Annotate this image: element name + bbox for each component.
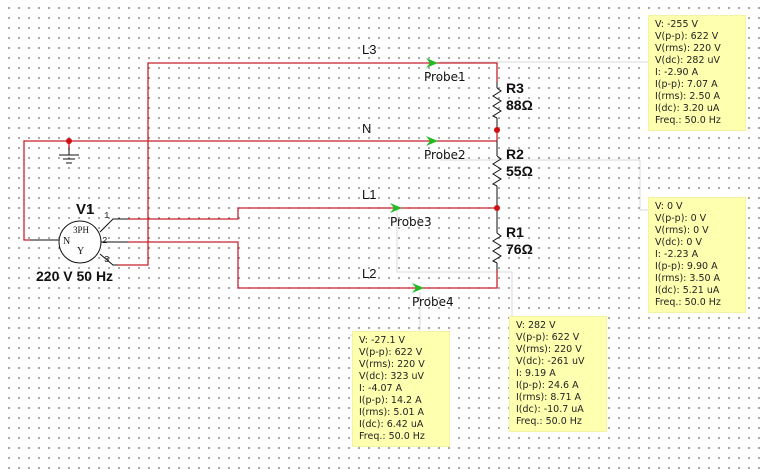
probe3-arrow-icon[interactable] — [390, 203, 402, 213]
r2-name: R2 — [506, 146, 524, 162]
source-symbol-n: N — [63, 236, 71, 247]
probe1-arrow-icon[interactable] — [426, 58, 438, 68]
probe2-connector — [440, 159, 650, 211]
reading: I: -2.90 A — [655, 67, 699, 78]
reading: V: 282 V — [516, 320, 556, 331]
probe3-readings[interactable]: V: 282 V V(p-p): 622 V V(rms): 220 V V(d… — [509, 316, 607, 432]
reading: I(p-p): 14.2 A — [359, 395, 422, 406]
junction-dot — [494, 205, 500, 211]
probe2-readings[interactable]: V: 0 V V(p-p): 0 V V(rms): 0 V V(dc): 0 … — [648, 197, 746, 313]
reading: V(p-p): 622 V — [516, 332, 580, 343]
r1-value: 76Ω — [506, 241, 533, 257]
probe1-label[interactable]: Probe1 — [424, 70, 466, 84]
reading: Freq.: 50.0 Hz — [359, 431, 425, 442]
reading: I: 9.19 A — [516, 368, 556, 379]
probe2-label[interactable]: Probe2 — [424, 148, 466, 162]
wire-neutral — [23, 140, 497, 241]
reading: I(rms): 3.50 A — [655, 273, 721, 284]
net-label-n: N — [362, 121, 372, 136]
reading: Freq.: 50.0 Hz — [655, 115, 721, 126]
reading: I(p-p): 9.90 A — [655, 261, 718, 272]
reading: V: -27.1 V — [359, 335, 406, 346]
probe4-connector — [350, 292, 421, 336]
wires — [23, 62, 498, 289]
probe1-readings[interactable]: V: -255 V V(p-p): 622 V V(rms): 220 V V(… — [648, 15, 746, 131]
probe4-label[interactable]: Probe4 — [412, 295, 454, 309]
reading: I(dc): -10.7 uA — [516, 404, 584, 415]
reading: Freq.: 50.0 Hz — [516, 416, 582, 427]
source-symbol-y: Y — [77, 246, 85, 257]
ground-icon — [59, 148, 79, 164]
r3-name: R3 — [506, 80, 524, 96]
reading: V(rms): 0 V — [655, 225, 709, 236]
r3-value: 88Ω — [506, 97, 533, 113]
junction-dot — [494, 127, 500, 133]
source-pin-1: 1 — [104, 211, 110, 221]
source-name: V1 — [76, 201, 95, 218]
probe3-label[interactable]: Probe3 — [390, 215, 432, 229]
reading: I: -2.23 A — [655, 249, 699, 260]
r1-name: R1 — [506, 224, 524, 240]
reading: I(rms): 2.50 A — [655, 91, 721, 102]
reading: V: 0 V — [655, 201, 683, 212]
reading: V(rms): 220 V — [655, 43, 721, 54]
probe2-arrow-icon[interactable] — [426, 136, 438, 146]
probe4-readings[interactable]: V: -27.1 V V(p-p): 622 V V(rms): 220 V V… — [352, 331, 450, 447]
source-symbol-3ph: 3PH — [73, 225, 90, 235]
reading: V(dc): -261 uV — [516, 356, 585, 367]
probe-connectors — [350, 61, 650, 336]
net-label-l1: L1 — [362, 187, 377, 202]
reading: V(p-p): 622 V — [655, 31, 719, 42]
resistor-r3-symbol[interactable] — [491, 87, 502, 119]
reading: Freq.: 50.0 Hz — [655, 297, 721, 308]
reading: I(dc): 3.20 uA — [655, 103, 720, 114]
net-label-l3: L3 — [362, 42, 377, 57]
junction-dot — [66, 138, 72, 144]
wire-l1 — [128, 207, 497, 220]
r2-value: 55Ω — [506, 163, 533, 179]
reading: I(dc): 6.42 uA — [359, 419, 424, 430]
net-label-l2: L2 — [362, 266, 377, 281]
resistor-r2-symbol[interactable] — [491, 155, 502, 187]
wire-l3 — [118, 62, 498, 266]
reading: V(p-p): 622 V — [359, 347, 423, 358]
reading: V(rms): 220 V — [359, 359, 425, 370]
reading: V(dc): 323 uV — [359, 371, 425, 382]
reading: V(dc): 282 uV — [655, 55, 721, 66]
resistor-r1-symbol[interactable] — [491, 232, 502, 264]
reading: I(p-p): 7.07 A — [655, 79, 718, 90]
reading: I(dc): 5.21 uA — [655, 285, 720, 296]
reading: V(dc): 0 V — [655, 237, 702, 248]
wire-l2 — [128, 241, 498, 289]
reading: I: -4.07 A — [359, 383, 403, 394]
reading: V: -255 V — [655, 19, 699, 30]
probe4-arrow-icon[interactable] — [412, 283, 424, 293]
reading: V(p-p): 0 V — [655, 213, 707, 224]
reading: I(rms): 8.71 A — [516, 392, 582, 403]
source-rating: 220 V 50 Hz — [36, 268, 114, 284]
probe3-connector — [396, 210, 513, 325]
reading: I(p-p): 24.6 A — [516, 380, 579, 391]
reading: V(rms): 220 V — [516, 344, 582, 355]
three-phase-source-icon[interactable] — [30, 218, 128, 266]
reading: I(rms): 5.01 A — [359, 407, 425, 418]
source-pin-3: 3 — [104, 255, 110, 265]
source-pin-2: 2 — [102, 236, 108, 246]
